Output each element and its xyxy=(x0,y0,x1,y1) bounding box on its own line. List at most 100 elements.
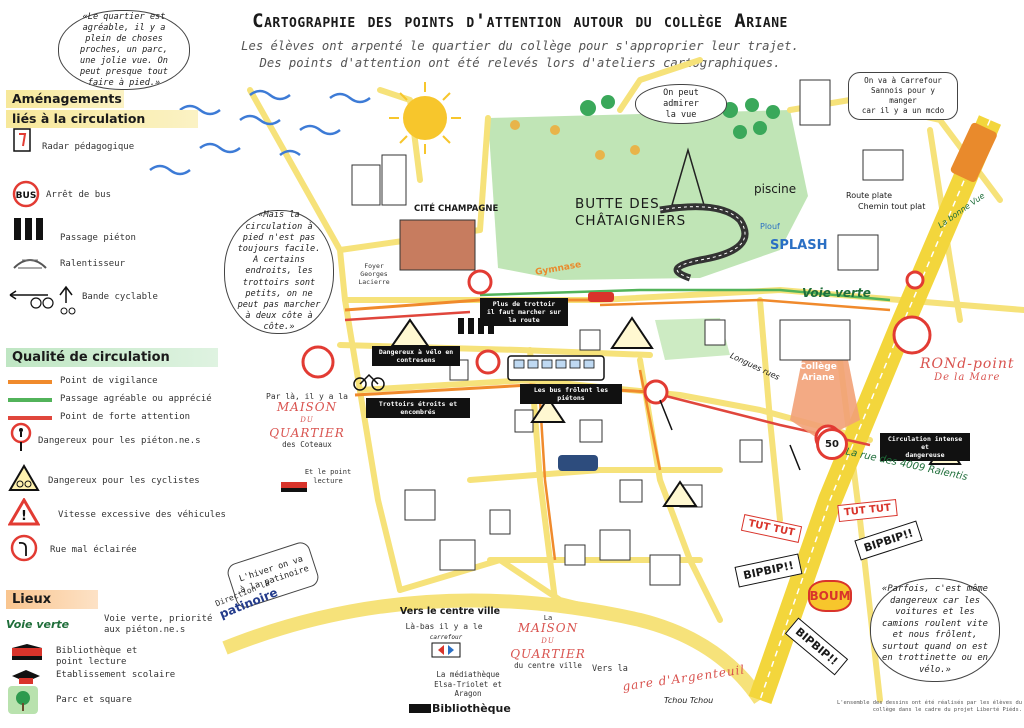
page-title: Cartographie des points d'attention auto… xyxy=(252,10,788,32)
tchou-label: Tchou Tchou xyxy=(664,696,714,705)
tag-circulation-l2: dangereuse xyxy=(905,451,945,459)
tag-circulation-l1: Circulation intense et xyxy=(887,435,963,451)
mediatheque-l2: Elsa-Triolet et xyxy=(434,679,502,689)
college-label: Collège Ariane xyxy=(790,362,846,384)
maison-label: MAISON xyxy=(276,400,338,414)
car-drawing xyxy=(558,455,598,471)
forte-line-icon xyxy=(8,416,52,420)
highway-center-line xyxy=(759,119,991,701)
legend-title-circulation: liés à la circulation xyxy=(6,110,198,128)
tag-bus: Les bus frôlent les piétons xyxy=(520,384,622,404)
route-plate-label: Route plate Chemin tout plat xyxy=(846,190,925,212)
point-lecture-label: Et le point lecture xyxy=(298,468,358,486)
speed-warning-icon: ! xyxy=(7,497,41,526)
par-la-label: Par là, il y a la xyxy=(266,392,348,401)
tag-circulation: Circulation intense et dangereuse xyxy=(880,433,970,461)
quartier-label: QUARTIER xyxy=(269,426,345,440)
voie-verte-map-label: Voie verte xyxy=(802,286,871,300)
mediatheque-label: La médiathèque Elsa-Triolet et Aragon xyxy=(428,670,508,699)
bubble-carrefour-l1: On va à Carrefour xyxy=(864,76,942,85)
tag-trottoirs-etroits: Trottoirs étroits et encombrés xyxy=(366,398,470,418)
maison-coteaux-block: Par là, il y a la MAISON DU QUARTIER des… xyxy=(258,392,356,449)
agreable-line-1 xyxy=(479,288,891,302)
credit-l2: collège dans le cadre du projet Liberté … xyxy=(872,707,1022,713)
vigilance-line-4 xyxy=(538,399,557,561)
piscine-label: piscine xyxy=(754,182,797,196)
plouf-label: Plouf xyxy=(760,222,780,231)
park-icon xyxy=(8,686,38,714)
quote-bubble-3: «Parfois, c'est même dangereux car les v… xyxy=(870,578,1000,682)
legend-bibliotheque-label: Bibliothèque et point lecture xyxy=(56,646,138,667)
buildings xyxy=(351,79,904,586)
bus-drawing xyxy=(507,355,605,381)
vers-la-label: Vers la xyxy=(592,664,628,674)
legend-parc-label: Parc et square xyxy=(56,695,132,705)
legend-radar-label: Radar pédagogique xyxy=(42,142,135,152)
svg-text:!: ! xyxy=(21,509,27,524)
lamp-posts xyxy=(659,399,801,471)
bus-stop-icon: BUS xyxy=(12,180,40,208)
red-car-drawing xyxy=(588,292,614,302)
legend-danger-cyclistes-label: Dangereux pour les cyclistes xyxy=(48,476,200,486)
mediatheque-l1: La médiathèque xyxy=(436,670,500,679)
bubble-vue-l2: la vue xyxy=(665,109,697,120)
speed-bump-icon xyxy=(12,250,48,272)
vigilance-line-2 xyxy=(599,298,891,312)
du-centre-label: DU xyxy=(541,637,555,645)
boum-burst: BOUM xyxy=(808,580,852,612)
park-area xyxy=(488,110,808,280)
voie-verte-icon: Voie verte xyxy=(6,618,70,631)
bubble-carrefour-l2: Sannois pour y manger xyxy=(870,86,935,105)
maison-centre-label: MAISON xyxy=(517,621,579,635)
warning-circles xyxy=(301,269,932,452)
carrefour-logo-text: carrefour xyxy=(429,634,463,641)
no-pedestrian-icon xyxy=(10,422,32,452)
orange-truck-drawing xyxy=(950,122,997,182)
bubble-vue-l1: On peut admirer xyxy=(663,87,699,109)
agreable-line-icon xyxy=(8,398,52,402)
legend-etablissement-label: Etablissement scolaire xyxy=(56,670,176,680)
route-plate-l2: Chemin tout plat xyxy=(858,202,926,211)
forte-line-1 xyxy=(344,310,471,322)
legend-vigilance-label: Point de vigilance xyxy=(60,376,158,386)
bibliotheque-label: Bibliothèque xyxy=(432,702,511,715)
carrefour-logo: carrefour xyxy=(426,634,466,660)
vigilance-line-icon xyxy=(8,380,52,384)
library-drawing xyxy=(280,478,308,492)
tag-trottoir: Plus de trottoir il faut marcher sur la … xyxy=(480,298,568,326)
rond-point-l2: De la Mare xyxy=(934,372,1001,383)
radar-icon xyxy=(12,128,32,154)
bicycle-drawing xyxy=(353,373,385,391)
coteaux-label: des Coteaux xyxy=(282,440,332,449)
legend-title-amenagements: Aménagements xyxy=(6,90,124,108)
butte-label: BUTTE DES CHÂTAIGNIERS xyxy=(575,196,686,230)
rond-point-label: RONd-point De la Mare xyxy=(920,357,1014,384)
legend-ralentisseur-label: Ralentisseur xyxy=(60,259,126,269)
butte-label-l1: BUTTE DES xyxy=(575,196,660,212)
tag-trottoir-l1: Plus de trottoir xyxy=(492,300,556,308)
wave-drawings xyxy=(149,89,371,176)
maison-centre-block: La MAISON DU QUARTIER du centre ville xyxy=(508,614,588,670)
splash-label: SPLASH xyxy=(770,238,828,253)
tag-trottoir-l2: il faut marcher sur la route xyxy=(486,308,562,324)
vigilance-line-5 xyxy=(638,369,662,471)
dark-street-icon xyxy=(10,534,38,562)
legend-agreable-label: Passage agréable ou apprécié xyxy=(60,394,212,404)
legend-eclairee-label: Rue mal éclairée xyxy=(50,545,137,555)
legend-voie-verte-label: Voie verte, priorité aux piéton.ne.s xyxy=(104,614,213,635)
cite-champagne-label: CITÉ CHAMPAGNE xyxy=(414,204,499,214)
butte-label-l2: CHÂTAIGNIERS xyxy=(575,213,687,229)
legend-vitesse-label: Vitesse excessive des véhicules xyxy=(58,510,226,520)
college-label-l1: Collège xyxy=(799,362,837,372)
trees xyxy=(510,95,780,160)
legend-title-amenagements-l2: liés à la circulation xyxy=(12,111,146,126)
college-label-l2: Ariane xyxy=(801,373,835,383)
subtitle-line-2: Des points d'attention ont été relevés l… xyxy=(259,56,781,70)
bubble-carrefour-l3: car il y a un mcdo xyxy=(861,106,945,115)
la-label: La xyxy=(543,614,553,622)
foyer-label: Foyer Georges Lacierre xyxy=(358,262,390,286)
centre-ville-label: Vers le centre ville xyxy=(399,606,501,617)
point-lecture-l2: lecture xyxy=(313,477,343,485)
